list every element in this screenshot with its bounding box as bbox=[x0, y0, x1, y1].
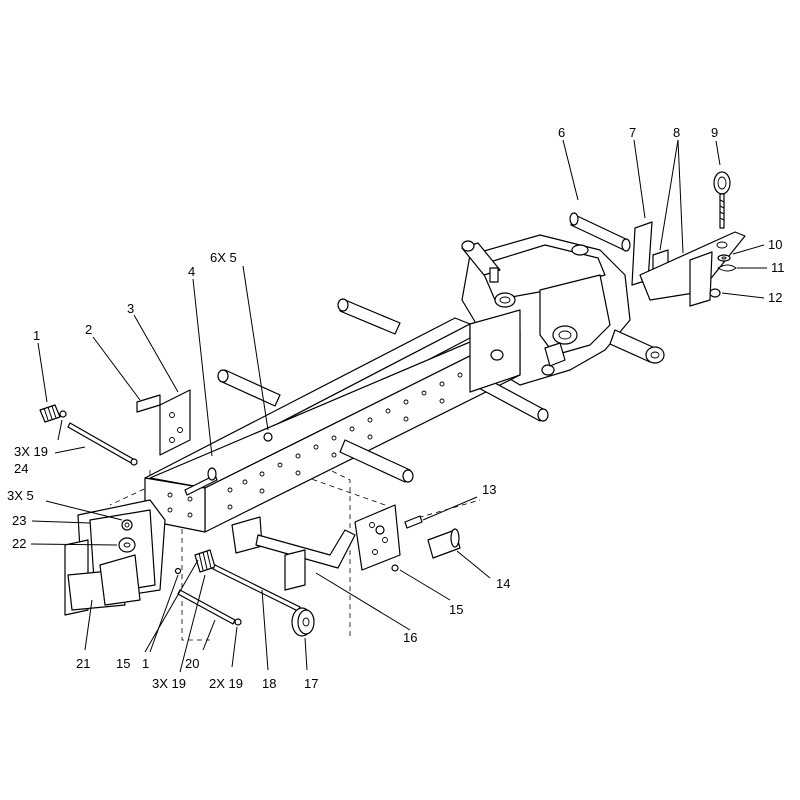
callout-3x5: 3X 5 bbox=[7, 488, 34, 503]
bolt-13 bbox=[404, 515, 423, 529]
plate-3 bbox=[159, 389, 191, 456]
callout-6: 6 bbox=[558, 125, 565, 140]
hitch-parts bbox=[569, 171, 746, 307]
callout-15-right: 15 bbox=[449, 602, 463, 617]
callout-3x19-bottom: 3X 19 bbox=[152, 676, 186, 691]
pin-20 bbox=[177, 589, 236, 625]
callout-labels: 1 2 3 4 6X 5 6 7 8 9 10 11 12 3X 19 24 3… bbox=[7, 125, 785, 691]
rod-24 bbox=[67, 422, 136, 465]
callout-4: 4 bbox=[188, 264, 195, 279]
callout-2: 2 bbox=[85, 322, 92, 337]
callout-11: 11 bbox=[771, 260, 785, 275]
wheel-17 bbox=[291, 607, 315, 637]
pad-2 bbox=[136, 394, 161, 413]
callout-17: 17 bbox=[304, 676, 318, 691]
eyebolt-9 bbox=[713, 171, 731, 229]
callout-2x19: 2X 19 bbox=[209, 676, 243, 691]
callout-3: 3 bbox=[127, 301, 134, 316]
callout-3x19-top: 3X 19 bbox=[14, 444, 48, 459]
callout-7: 7 bbox=[629, 125, 636, 140]
callout-14: 14 bbox=[496, 576, 510, 591]
callout-20: 20 bbox=[185, 656, 199, 671]
spring-1-top bbox=[39, 404, 67, 423]
callout-9: 9 bbox=[711, 125, 718, 140]
callout-1-top: 1 bbox=[33, 328, 40, 343]
callout-6x5: 6X 5 bbox=[210, 250, 237, 265]
callout-21: 21 bbox=[76, 656, 90, 671]
leader-lines bbox=[30, 139, 767, 673]
nut-6x5 bbox=[263, 432, 273, 442]
bolt-4 bbox=[184, 474, 218, 496]
callout-16: 16 bbox=[403, 630, 417, 645]
callout-23: 23 bbox=[12, 513, 26, 528]
callout-8: 8 bbox=[673, 125, 680, 140]
spring-1-bottom bbox=[194, 549, 216, 573]
plate-15 bbox=[354, 504, 401, 571]
callout-12: 12 bbox=[768, 290, 782, 305]
lift-rod-16 bbox=[255, 529, 356, 569]
callout-18: 18 bbox=[262, 676, 276, 691]
callout-15-left: 15 bbox=[116, 656, 130, 671]
callout-13: 13 bbox=[482, 482, 496, 497]
right-bracket-assembly bbox=[231, 504, 461, 591]
callout-22: 22 bbox=[12, 536, 26, 551]
callout-10: 10 bbox=[768, 237, 782, 252]
callout-1-bottom: 1 bbox=[142, 656, 149, 671]
callout-24: 24 bbox=[14, 461, 28, 476]
rail-holes bbox=[167, 363, 481, 518]
main-frame bbox=[144, 298, 549, 533]
